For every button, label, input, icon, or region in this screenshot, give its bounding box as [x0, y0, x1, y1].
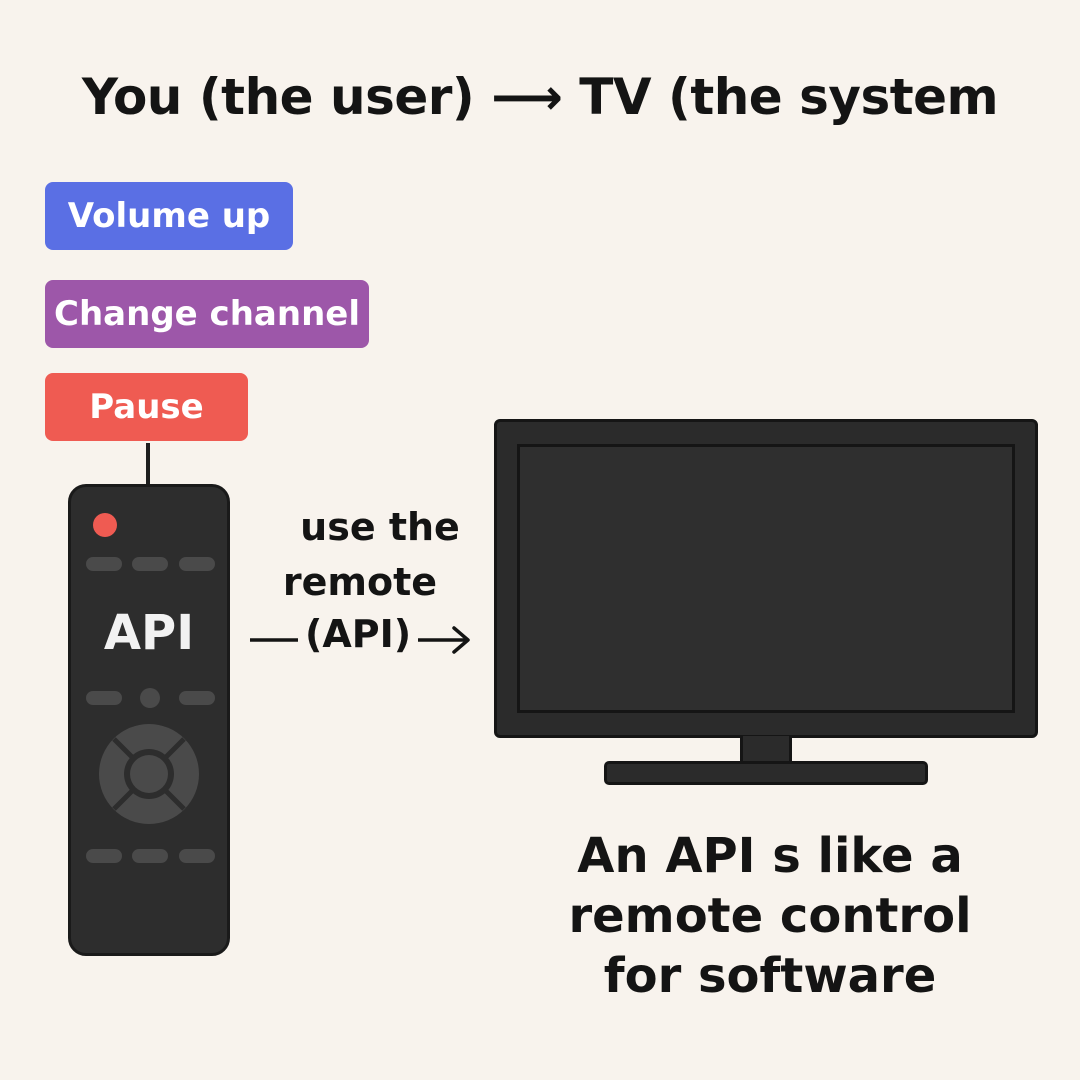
caption-line-2: remote control: [568, 888, 972, 944]
change-channel-label: Change channel: [45, 280, 369, 348]
caption-line-3: for software: [603, 948, 937, 1004]
remote-button-icon: [140, 688, 160, 708]
remote-button-icon: [132, 557, 168, 571]
arrow-label-line-3: (API): [305, 612, 412, 656]
tv-stand-neck: [740, 736, 792, 764]
pause-connector-line: [146, 443, 150, 487]
caption-line-1: An API s like a: [577, 828, 963, 884]
caption: An API s like a remote control for softw…: [540, 826, 1000, 1006]
power-button-icon: [93, 513, 117, 537]
arrow-icon: [250, 626, 470, 654]
pause-label: Pause: [45, 373, 248, 441]
remote-control: API: [68, 484, 230, 956]
remote-button-icon: [86, 691, 122, 705]
tv-screen: [494, 419, 1038, 738]
remote-button-icon: [179, 849, 215, 863]
remote-button-icon: [86, 849, 122, 863]
volume-up-label: Volume up: [45, 182, 293, 250]
remote-button-icon: [179, 557, 215, 571]
arrow-label-line-2: remote: [282, 560, 438, 604]
remote-button-icon: [179, 691, 215, 705]
tv-display-area: [517, 444, 1015, 713]
diagram-title: You (the user) ⟶ TV (the system: [81, 68, 999, 126]
remote-button-icon: [86, 557, 122, 571]
remote-api-label: API: [103, 605, 195, 661]
tv-stand-base: [604, 761, 928, 785]
dpad-icon: [99, 724, 199, 824]
arrow-label-line-1: use the: [300, 505, 460, 549]
remote-button-icon: [132, 849, 168, 863]
